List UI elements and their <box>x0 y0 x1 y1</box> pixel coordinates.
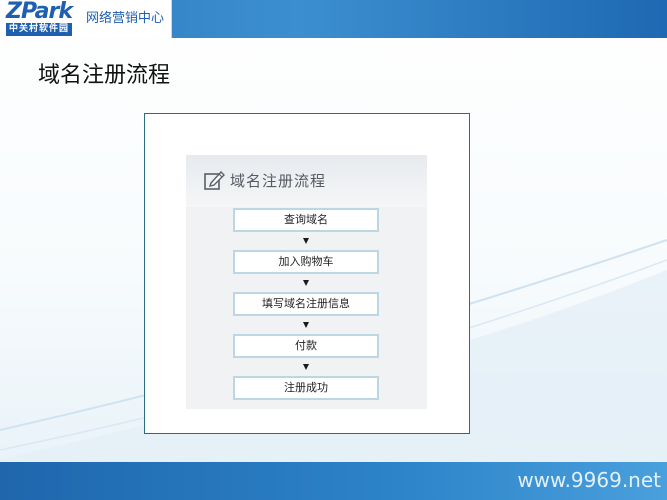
top-banner: ZPark 中关村软件园 网络营销中心 <box>0 0 667 38</box>
logo-subtitle: 中关村软件园 <box>6 23 73 36</box>
logo: ZPark 中关村软件园 网络营销中心 <box>0 0 172 38</box>
down-arrow-icon <box>303 280 309 286</box>
down-arrow-icon <box>303 322 309 328</box>
panel-header: 域名注册流程 <box>186 155 427 207</box>
logo-tagline: 网络营销中心 <box>86 11 165 26</box>
down-arrow-icon <box>303 238 309 244</box>
step-search-domain[interactable]: 查询域名 <box>233 208 379 232</box>
footer-bar <box>0 462 667 500</box>
step-add-to-cart[interactable]: 加入购物车 <box>233 250 379 274</box>
step-fill-registration-info[interactable]: 填写域名注册信息 <box>233 292 379 316</box>
watermark: www.9969.net <box>517 468 661 492</box>
flow-panel: 域名注册流程 查询域名 加入购物车 填写域名注册信息 付款 注册成功 <box>186 155 427 409</box>
logo-zpark-text: ZPark <box>6 0 73 24</box>
edit-icon <box>204 170 225 190</box>
panel-title: 域名注册流程 <box>230 172 327 190</box>
page-title: 域名注册流程 <box>38 63 171 88</box>
step-registration-success[interactable]: 注册成功 <box>233 376 379 400</box>
step-payment[interactable]: 付款 <box>233 334 379 358</box>
down-arrow-icon <box>303 364 309 370</box>
